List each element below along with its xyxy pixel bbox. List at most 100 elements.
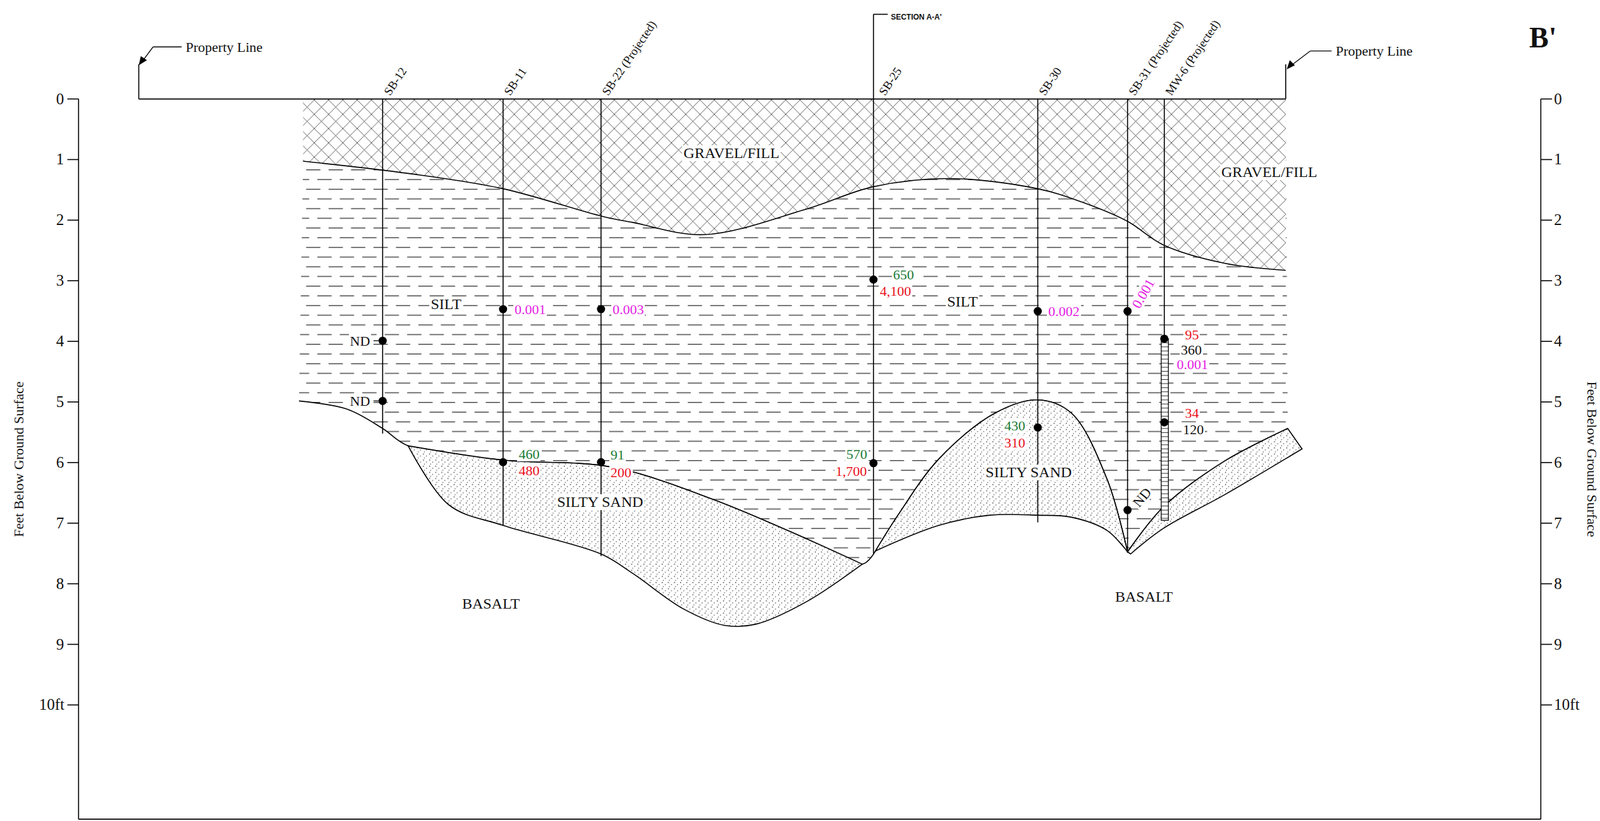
screen-slot — [1161, 469, 1169, 470]
axis-tick-label: 5 — [1553, 393, 1563, 411]
sample-point — [378, 336, 387, 346]
axis-line — [77, 99, 80, 820]
screen-slot — [1161, 387, 1169, 389]
sample-result: 360 — [1179, 342, 1204, 358]
axis-tick-label: 0 — [1553, 91, 1563, 108]
sample-point — [378, 396, 387, 406]
screen-slot — [1161, 412, 1169, 413]
sample-result: ND — [348, 393, 372, 409]
section-line — [873, 14, 875, 100]
axis-tick — [67, 583, 80, 585]
sample-result: 91 — [609, 447, 626, 463]
sample-result: 4,100 — [878, 283, 913, 299]
axis-tick-label: 3 — [56, 272, 65, 289]
sample-point — [1033, 307, 1042, 316]
axis-tick — [67, 522, 80, 525]
axis-tick-label: 4 — [56, 333, 65, 350]
silty-sand-mound — [875, 400, 1128, 553]
well-casing — [1163, 99, 1166, 339]
sample-point — [869, 275, 878, 284]
screen-slot — [1161, 354, 1169, 356]
screen-slot — [1161, 432, 1169, 434]
screen-slot — [1161, 489, 1169, 490]
screen-slot — [1161, 477, 1169, 478]
leader-line — [152, 46, 182, 48]
axis-tick-label: 4 — [1553, 333, 1563, 350]
axis-tick — [1540, 98, 1552, 100]
section-end-label: B' — [1529, 22, 1557, 54]
boring-id: SB-22 (Projected) — [599, 18, 660, 98]
sample-result: 34 — [1183, 405, 1200, 421]
layer-name: SILTY SAND — [984, 464, 1073, 481]
screen-slot — [1161, 448, 1169, 450]
axis-tick-label: 3 — [1553, 272, 1563, 289]
sample-result: 95 — [1183, 327, 1200, 342]
property-line-label: Property Line — [1335, 43, 1413, 59]
axis-tick — [1540, 583, 1552, 585]
screen-slot — [1161, 517, 1169, 519]
screen-slot — [1161, 510, 1169, 511]
ground-surface — [139, 98, 1286, 100]
section-callout: SECTION A-A' — [890, 13, 942, 22]
axis-tick-label: 9 — [56, 636, 65, 654]
screen-slot — [1161, 457, 1169, 458]
boring-log — [873, 99, 875, 555]
arrowhead — [139, 56, 148, 66]
sample-result: 480 — [517, 463, 541, 478]
leader-line — [1310, 50, 1332, 52]
screen-slot — [1161, 383, 1169, 384]
axis-tick — [1540, 462, 1552, 464]
screen-slot — [1161, 460, 1169, 462]
sample-result: 0.001 — [513, 302, 548, 317]
screen-slot — [1161, 436, 1169, 437]
sample-result: 120 — [1181, 422, 1205, 437]
sample-result: 200 — [609, 465, 633, 480]
axis-tick — [1540, 159, 1552, 161]
screen-slot — [1161, 399, 1169, 401]
leader-line — [373, 400, 379, 402]
sample-point — [1160, 418, 1169, 427]
layer-name: SILT — [429, 296, 463, 313]
layer-name: GRAVEL/FILL — [1220, 164, 1319, 181]
layer-name: BASALT — [1113, 589, 1174, 605]
leader-line — [373, 340, 379, 341]
axis-tick — [67, 401, 80, 403]
screen-slot — [1161, 403, 1169, 405]
sample-point — [498, 305, 507, 314]
sample-point — [1123, 307, 1132, 316]
silty-sand-wedge — [1127, 428, 1303, 555]
screen-slot — [1161, 472, 1169, 474]
axis-tick-label: 10ft — [1553, 696, 1580, 714]
axis-tick-label: 6 — [56, 454, 65, 471]
section-geometry — [67, 14, 1553, 820]
screen-slot — [1161, 427, 1169, 429]
screen-slot — [1161, 375, 1169, 377]
axis-tick — [1540, 280, 1552, 282]
axis-tick-label: 8 — [1553, 575, 1563, 593]
sample-result: ND — [348, 333, 372, 349]
layer-name: SILTY SAND — [555, 494, 645, 511]
arrowhead — [1286, 60, 1295, 70]
silty-sand-lens — [408, 445, 863, 627]
axis-tick — [67, 340, 80, 342]
well-screen — [1161, 338, 1169, 521]
layer-boundary — [302, 161, 1286, 271]
screen-slot — [1161, 440, 1169, 442]
screen-slot — [1161, 407, 1169, 409]
layer-name: SILT — [945, 293, 979, 310]
axis-tick — [67, 644, 80, 646]
boring-log — [600, 99, 602, 557]
screen-slot — [1161, 465, 1169, 466]
axis-tick-label: 7 — [56, 515, 65, 532]
property-line-mark — [138, 64, 140, 100]
screen-slot — [1161, 513, 1169, 515]
axis-tick-label: 5 — [56, 393, 65, 411]
sample-point — [1033, 423, 1042, 432]
screen-slot — [1161, 379, 1169, 380]
sample-result: 570 — [845, 446, 869, 462]
boring-log — [382, 99, 384, 434]
sample-point — [1123, 506, 1132, 515]
property-line-label: Property Line — [185, 39, 263, 55]
